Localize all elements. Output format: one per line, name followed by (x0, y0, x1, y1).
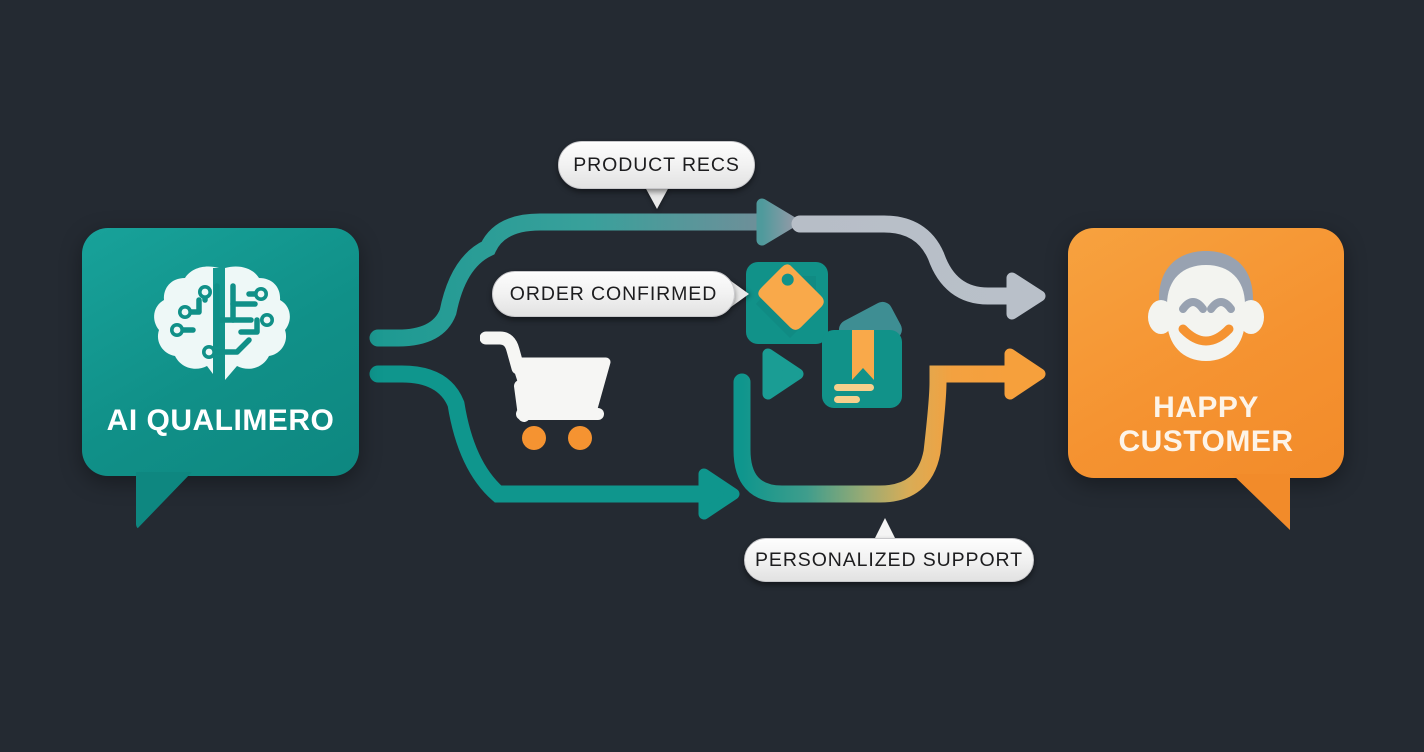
customer-bubble-tail (1232, 474, 1290, 530)
ai-node-label: AI QUALIMERO (106, 404, 335, 438)
node-ai-qualimero[interactable]: AI QUALIMERO (82, 228, 359, 476)
customer-label-line-1: HAPPY (1153, 391, 1259, 425)
chip-personalized-support[interactable]: PERSONALIZED SUPPORT (744, 538, 1034, 582)
personalized-support-chip-tail (874, 518, 896, 540)
chip-order-confirmed[interactable]: ORDER CONFIRMED (492, 271, 735, 317)
customer-label-line-2: CUSTOMER (1118, 425, 1294, 458)
chip-product-recs[interactable]: PRODUCT RECS (558, 141, 755, 189)
shopping-cart-icon (480, 331, 611, 450)
ai-brain-circuit-icon (153, 266, 290, 381)
customer-node-label: HAPPY CUSTOMER (1118, 391, 1293, 458)
ai-bubble-tail (136, 472, 192, 530)
flow-path-order-confirmed (613, 348, 804, 400)
smiling-face-icon (1148, 251, 1264, 362)
order-confirmed-chip-tail (731, 281, 749, 307)
flow-path-personalized-support (369, 348, 1046, 520)
product-recs-chip-tail (645, 187, 669, 209)
bookmark-ticket-icon (822, 301, 902, 408)
node-happy-customer[interactable]: HAPPY CUSTOMER (1068, 228, 1344, 478)
price-tag-icon (746, 262, 828, 344)
